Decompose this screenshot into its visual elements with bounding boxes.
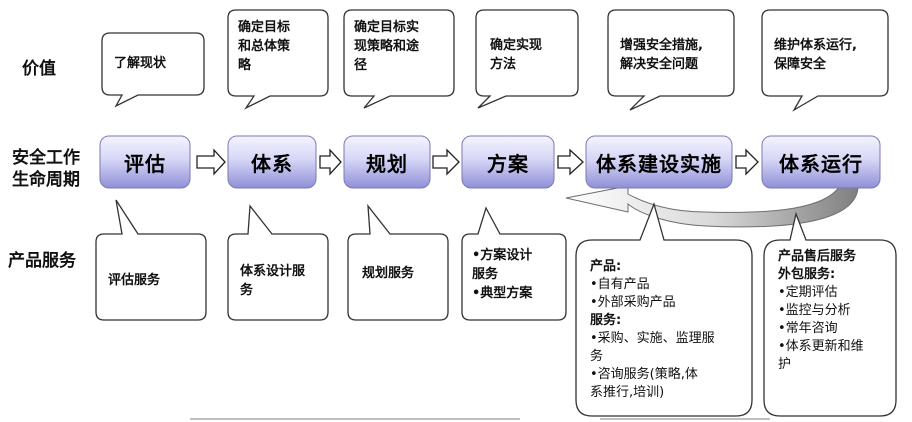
row-label-lifecycle-line2: 生命周期 [12, 170, 80, 190]
value-bubble-5 [607, 9, 735, 111]
service-item: •采购、实施、监理服 [590, 331, 715, 346]
stage-system: 体系 [251, 151, 293, 176]
product-item: •自有产品 [590, 277, 650, 292]
service-item: 务 [590, 349, 604, 364]
service-bubble-1 [95, 199, 207, 321]
service-bubble-1-text: 评估服务 [108, 273, 161, 288]
product-item: •外部采购产品 [590, 295, 676, 310]
stage-solution: 方案 [487, 151, 529, 176]
implementation-box-text: 产品: •自有产品 •外部采购产品 服务: •采购、实施、监理服 务 •咨询服务… [590, 258, 715, 402]
row-label-services: 产品服务 [8, 251, 76, 271]
service-bubble-3-text: 规划服务 [362, 266, 415, 281]
value-bubble-4-text: 确定实现 方法 [490, 38, 543, 72]
operation-item: •监控与分析 [778, 303, 851, 318]
value-bubble-6-text: 维护体系运行, 保障安全 [774, 38, 857, 72]
operation-title-line1: 产品售后服务 [778, 249, 857, 264]
operation-item: 护 [778, 357, 792, 372]
operation-item: •定期评估 [778, 285, 838, 300]
stage-box-solution [461, 135, 555, 189]
services-title: 服务: [590, 313, 622, 328]
stage-arrow-5 [735, 148, 759, 176]
service-bubble-2-text: 体系设计服 务 [240, 264, 306, 298]
service-bubble-2 [227, 204, 329, 321]
value-bubble-1-text: 了解现状 [114, 56, 167, 71]
row-label-lifecycle-line1: 安全工作 [12, 148, 80, 168]
row-label-value: 价值 [22, 59, 56, 79]
products-title: 产品: [590, 259, 622, 274]
value-bubble-2 [227, 9, 329, 110]
implementation-service-box [575, 201, 753, 417]
stage-box-assessment [99, 135, 191, 189]
value-bubble-6 [761, 9, 889, 112]
stage-planning: 规划 [366, 151, 408, 176]
operation-service-box [763, 211, 897, 417]
value-bubble-4 [475, 9, 579, 109]
operation-box-text: 产品售后服务 外包服务: •定期评估 •监控与分析 •常年咨询 •体系更新和维 … [778, 248, 864, 374]
value-bubble-3-text: 确定目标实 现策略和途 径 [354, 20, 420, 73]
operation-title-line2: 外包服务: [778, 267, 836, 282]
stage-box-implementation [585, 135, 733, 189]
operation-item: •体系更新和维 [778, 339, 864, 354]
service-bubble-3 [347, 203, 449, 321]
service-item: •咨询服务(策略,体 [590, 367, 698, 382]
operation-item: •常年咨询 [778, 321, 838, 336]
feedback-loop-arrow [565, 181, 859, 228]
service-bubble-4 [461, 206, 567, 321]
stage-implementation: 体系建设实施 [596, 151, 722, 176]
stage-assessment: 评估 [124, 151, 166, 176]
stage-box-operation [761, 135, 881, 189]
stage-operation: 体系运行 [779, 151, 863, 176]
value-bubble-2-text: 确定目标 和总体策 略 [238, 20, 291, 73]
stage-arrow-1 [196, 148, 226, 176]
stage-arrow-3 [432, 148, 460, 176]
stage-arrow-4 [557, 148, 584, 176]
stage-box-system [227, 135, 317, 189]
value-bubble-1 [101, 32, 205, 108]
stage-arrow-2 [319, 148, 342, 176]
stage-box-planning [343, 135, 431, 189]
service-item: 系推行,培训) [590, 385, 665, 400]
service-bubble-4-text: •方案设计 服务 •典型方案 [472, 248, 533, 301]
value-bubble-5-text: 增强安全措施, 解决安全问题 [620, 38, 703, 72]
value-bubble-3 [343, 9, 455, 109]
